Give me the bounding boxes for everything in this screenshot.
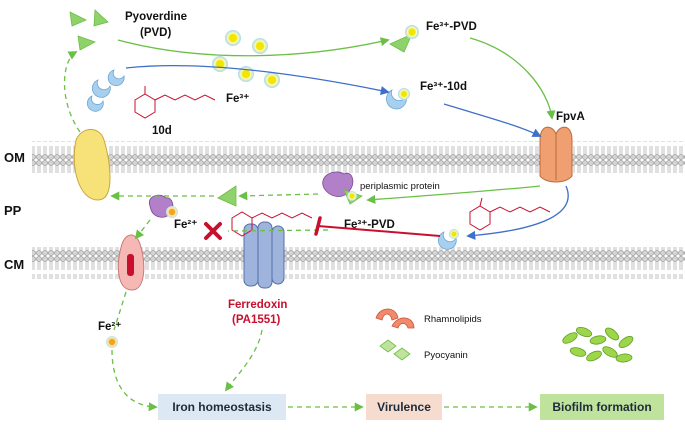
pyocyanin-label: Pyocyanin <box>424 350 468 361</box>
periplasmic-protein-label: periplasmic protein <box>360 181 440 192</box>
arrow-fe3pvd-to-blocked <box>227 229 329 232</box>
arrow-fpva-to-periplasmic <box>366 185 541 204</box>
fe2-transporter-icon <box>117 234 145 291</box>
compound-10d-structure-pp <box>469 197 551 231</box>
arrow-10d-to-fe310d <box>125 65 390 95</box>
outer-membrane <box>32 141 685 173</box>
arrow-pvd-to-fe3pvd <box>117 37 390 57</box>
arrow-fe310d-to-fpva <box>443 103 542 137</box>
iron-homeostasis-box <box>158 394 286 420</box>
fpva-receptor-icon <box>539 126 573 183</box>
region-label-pp: PP <box>4 203 22 218</box>
arrow-fpva-to-fe310d-pp <box>466 185 569 240</box>
bacteria-cluster-icon <box>562 326 634 363</box>
rhamnolipids-label: Rhamnolipids <box>424 314 482 325</box>
virulence-label: Virulence <box>377 400 431 414</box>
fe2-cyto-label: Fe²⁺ <box>98 321 121 333</box>
fe2-pp-label: Fe²⁺ <box>174 219 197 231</box>
arrow-periplasmic-to-pvd-recycle <box>238 191 319 201</box>
compound-10d-icon <box>86 69 125 112</box>
fpva-label: FpvA <box>556 111 585 123</box>
pyocyanin-icon <box>379 339 411 361</box>
fe3-10d-periplasm-icon <box>437 229 459 250</box>
ferredoxin-label: Ferredoxin <box>228 299 287 311</box>
arrow-ferredoxin-to-iron-homeostasis <box>224 329 263 392</box>
rhamnolipids-icon <box>375 308 415 329</box>
compound-10d-structure <box>134 86 216 119</box>
arrow-fe2-to-iron-homeostasis <box>111 349 158 412</box>
outer-membrane-channel-icon <box>73 129 111 201</box>
biofilm-formation-box <box>540 394 664 420</box>
virulence-box <box>366 394 442 420</box>
pvd-label: (PVD) <box>140 27 171 39</box>
fe3-pvd-top-label: Fe³⁺-PVD <box>426 21 477 33</box>
arrow-fe2-to-transporter <box>134 219 151 240</box>
arrow-channel-to-pyoverdine <box>63 51 81 133</box>
fe3-label: Fe³⁺ <box>226 93 249 105</box>
region-label-cm: CM <box>4 257 24 272</box>
pyoverdine-label: Pyoverdine <box>125 11 187 23</box>
periplasmic-protein-icon <box>322 171 363 205</box>
inhibition-bar <box>314 216 322 236</box>
pvd-recycled-icon <box>217 185 237 207</box>
ferredoxin-protein-icon <box>243 221 285 289</box>
pyoverdine-icon <box>69 9 109 51</box>
arrow-fe3pvd-to-fpva <box>469 37 556 120</box>
iron-homeostasis-label: Iron homeostasis <box>172 400 272 414</box>
compound-10d-label: 10d <box>152 125 172 137</box>
fe2-cytoplasm-icon <box>106 336 118 348</box>
fe3-pvd-pp-label: Fe³⁺-PVD <box>344 219 395 231</box>
arrow-transporter-to-fe2 <box>113 291 127 331</box>
fe3-10d-complex-icon <box>386 88 410 110</box>
fe3-10d-label: Fe³⁺-10d <box>420 81 467 93</box>
inhibition-line <box>317 225 441 237</box>
fe2-periplasm-icon <box>148 194 178 218</box>
pa1551-label: (PA1551) <box>232 314 281 326</box>
blocked-cross-icon <box>204 222 222 240</box>
region-label-om: OM <box>4 150 25 165</box>
ferredoxin-inhibitor-structure <box>231 211 313 237</box>
fe3-ion-cluster <box>212 30 280 88</box>
fe3-pvd-complex-icon <box>389 25 419 53</box>
biofilm-formation-label: Biofilm formation <box>552 400 651 414</box>
